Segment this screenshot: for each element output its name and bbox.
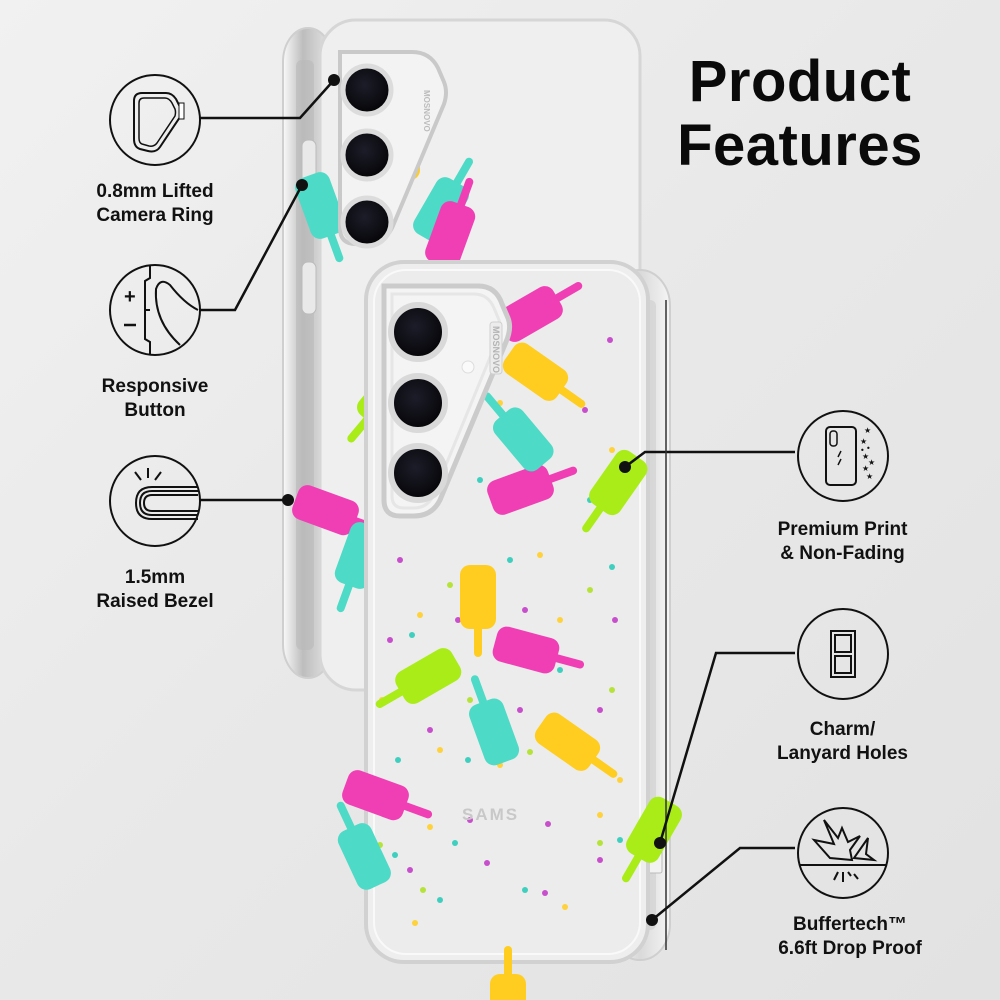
case-brand-front: MOSNOVO	[491, 326, 501, 373]
button-press-icon: +	[109, 264, 201, 356]
svg-text:★: ★	[860, 437, 867, 446]
feature-premium-print: Premium Print & Non-Fading	[777, 519, 908, 564]
svg-text:★: ★	[862, 452, 869, 461]
case-brand-back: MOSNOVO	[422, 90, 431, 132]
phone-brand-text: SAMS	[462, 805, 519, 824]
drop-proof-icon	[797, 807, 889, 899]
feature-raised-bezel: 1.5mm Raised Bezel	[96, 567, 214, 612]
feature-responsive-button: Responsive Button	[101, 376, 209, 421]
callout-lines	[200, 79, 795, 950]
svg-text:★: ★	[868, 458, 875, 467]
lanyard-holes-icon	[797, 608, 889, 700]
svg-text:•: •	[860, 446, 865, 455]
svg-text:★: ★	[864, 426, 871, 435]
svg-text:★: ★	[866, 472, 873, 481]
feature-lanyard-holes: Charm/ Lanyard Holes	[777, 719, 908, 764]
svg-text:★: ★	[862, 464, 869, 473]
callout-dots	[282, 74, 666, 926]
front-phone-case: SAMS MOSNOVO	[322, 260, 686, 1000]
svg-text:•: •	[866, 444, 871, 453]
title-line-2: Features	[677, 113, 923, 178]
feature-camera-ring: 0.8mm Lifted Camera Ring	[96, 181, 214, 226]
raised-bezel-icon	[109, 455, 201, 547]
svg-text:+: +	[124, 286, 136, 308]
feature-drop-proof: Buffertech™ 6.6ft Drop Proof	[778, 914, 922, 959]
camera-ring-icon	[109, 74, 201, 166]
premium-print-icon: ★★• ★★★ ★•	[797, 410, 889, 502]
page-title: Product Features	[660, 50, 940, 178]
title-line-1: Product	[688, 49, 912, 114]
